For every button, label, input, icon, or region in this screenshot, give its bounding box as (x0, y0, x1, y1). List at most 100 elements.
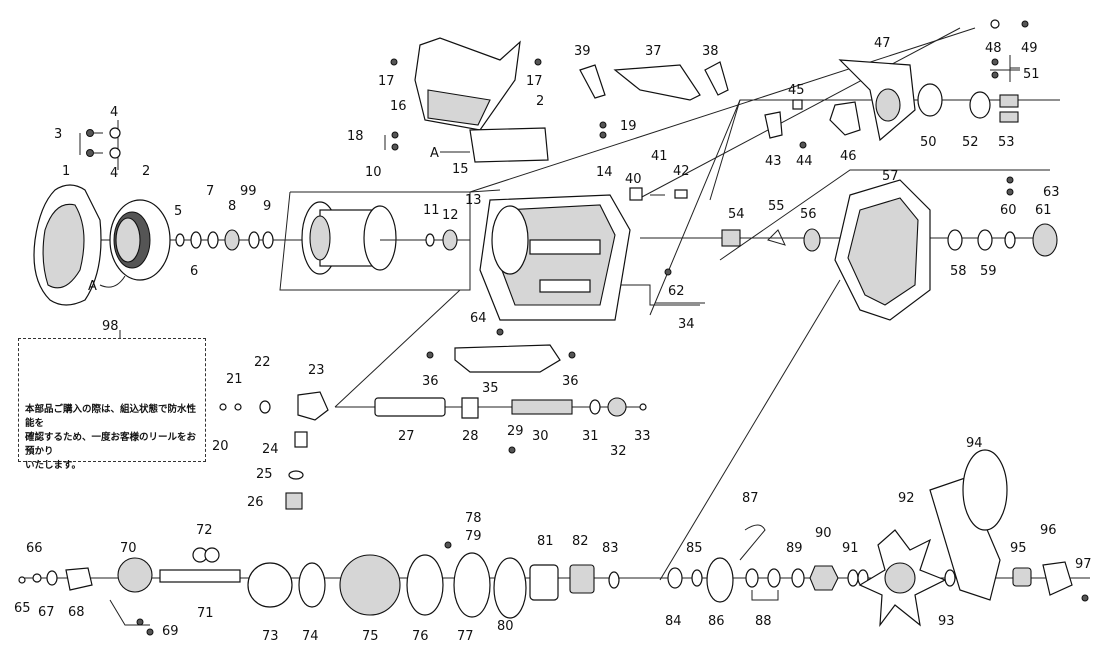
label-20: 20 (212, 439, 229, 454)
label-79: 79 (465, 529, 482, 544)
label-12: 12 (442, 208, 459, 223)
label-80: 80 (497, 619, 514, 634)
label-69: 69 (162, 624, 179, 639)
part-38 (704, 61, 729, 96)
label-39: 39 (574, 44, 591, 59)
label-81: 81 (537, 534, 554, 549)
label-56: 56 (800, 207, 817, 222)
label-27: 27 (398, 429, 415, 444)
part-10-spool (301, 201, 430, 275)
label-91: 91 (842, 541, 859, 556)
label-22: 22 (254, 355, 271, 370)
label-82: 82 (572, 534, 589, 549)
label-40: 40 (625, 172, 642, 187)
label-83: 83 (602, 541, 619, 556)
label-25: 25 (256, 467, 273, 482)
part-23 (297, 391, 329, 421)
label-8: 8 (228, 199, 236, 214)
label-59: 59 (980, 264, 997, 279)
label-38: 38 (702, 44, 719, 59)
label-84: 84 (665, 614, 682, 629)
part-27-guide-tube (374, 397, 446, 417)
label-a2: A (430, 146, 439, 161)
label-66: 66 (26, 541, 43, 556)
label-74: 74 (302, 629, 319, 644)
label-19: 19 (620, 119, 637, 134)
label-92: 92 (898, 491, 915, 506)
label-32: 32 (610, 444, 627, 459)
label-35: 35 (482, 381, 499, 396)
label-17: 17 (378, 74, 395, 89)
label-68: 68 (68, 605, 85, 620)
label-95: 95 (1010, 541, 1027, 556)
label-87: 87 (742, 491, 759, 506)
label-48: 48 (985, 41, 1002, 56)
label-52: 52 (962, 135, 979, 150)
label-23: 23 (308, 363, 325, 378)
part-94-handle (929, 449, 1008, 601)
part-4-washer (109, 127, 121, 139)
label-4: 4 (110, 105, 118, 120)
label-65: 65 (14, 601, 31, 616)
label-55: 55 (768, 199, 785, 214)
leader-lines (20, 27, 1090, 626)
label-13: 13 (465, 193, 482, 208)
label-17b: 17 (526, 74, 543, 89)
label-63: 63 (1043, 185, 1060, 200)
label-15: 15 (452, 162, 469, 177)
label-18: 18 (347, 129, 364, 144)
label-9: 9 (263, 199, 271, 214)
label-24: 24 (262, 442, 279, 457)
label-71: 71 (197, 606, 214, 621)
label-77: 77 (457, 629, 474, 644)
label-85: 85 (686, 541, 703, 556)
label-1: 1 (62, 164, 70, 179)
label-21: 21 (226, 372, 243, 387)
label-60: 60 (1000, 203, 1017, 218)
label-49: 49 (1021, 41, 1038, 56)
waterproof-note-box: 本部品ご購入の際は、組込状態で防水性能を 確認するため、一度お客様のリールをお預… (18, 338, 206, 471)
part-35-level-wind-cover (454, 344, 561, 373)
label-78: 78 (465, 511, 482, 526)
note-line-2: 確認するため、一度お客様のリールをお預かり (25, 432, 197, 457)
label-72: 72 (196, 523, 213, 538)
label-41: 41 (651, 149, 668, 164)
label-4b: 4 (110, 166, 118, 181)
label-29: 29 (507, 424, 524, 439)
label-10: 10 (365, 165, 382, 180)
label-57: 57 (882, 169, 899, 184)
part-39 (579, 64, 606, 99)
label-53: 53 (998, 135, 1015, 150)
label-58: 58 (950, 264, 967, 279)
waterproof-note-text: 本部品ご購入の際は、組込状態で防水性能を 確認するため、一度お客様のリールをお預… (25, 403, 203, 473)
label-89: 89 (786, 541, 803, 556)
label-5: 5 (174, 204, 182, 219)
label-47: 47 (874, 36, 891, 51)
label-50: 50 (920, 135, 937, 150)
label-44: 44 (796, 154, 813, 169)
part-14-frame (479, 194, 631, 321)
label-90: 90 (815, 526, 832, 541)
label-36b: 36 (562, 374, 579, 389)
label-26: 26 (247, 495, 264, 510)
label-73: 73 (262, 629, 279, 644)
label-75: 75 (362, 629, 379, 644)
note-line-1: 本部品ご購入の際は、組込状態で防水性能を (25, 404, 197, 429)
label-88: 88 (755, 614, 772, 629)
label-33: 33 (634, 429, 651, 444)
label-51: 51 (1023, 67, 1040, 82)
label-70: 70 (120, 541, 137, 556)
label-2b: 2 (536, 94, 544, 109)
part-15-thumb-bar (469, 127, 549, 163)
part-70-gear (117, 557, 153, 593)
label-42: 42 (673, 164, 690, 179)
label-98: 98 (102, 319, 119, 334)
label-54: 54 (728, 207, 745, 222)
label-64: 64 (470, 311, 487, 326)
label-93: 93 (938, 614, 955, 629)
label-62: 62 (668, 284, 685, 299)
label-a1: A (88, 279, 97, 294)
note-line-3: いたします。 (25, 460, 82, 471)
label-37: 37 (645, 44, 662, 59)
